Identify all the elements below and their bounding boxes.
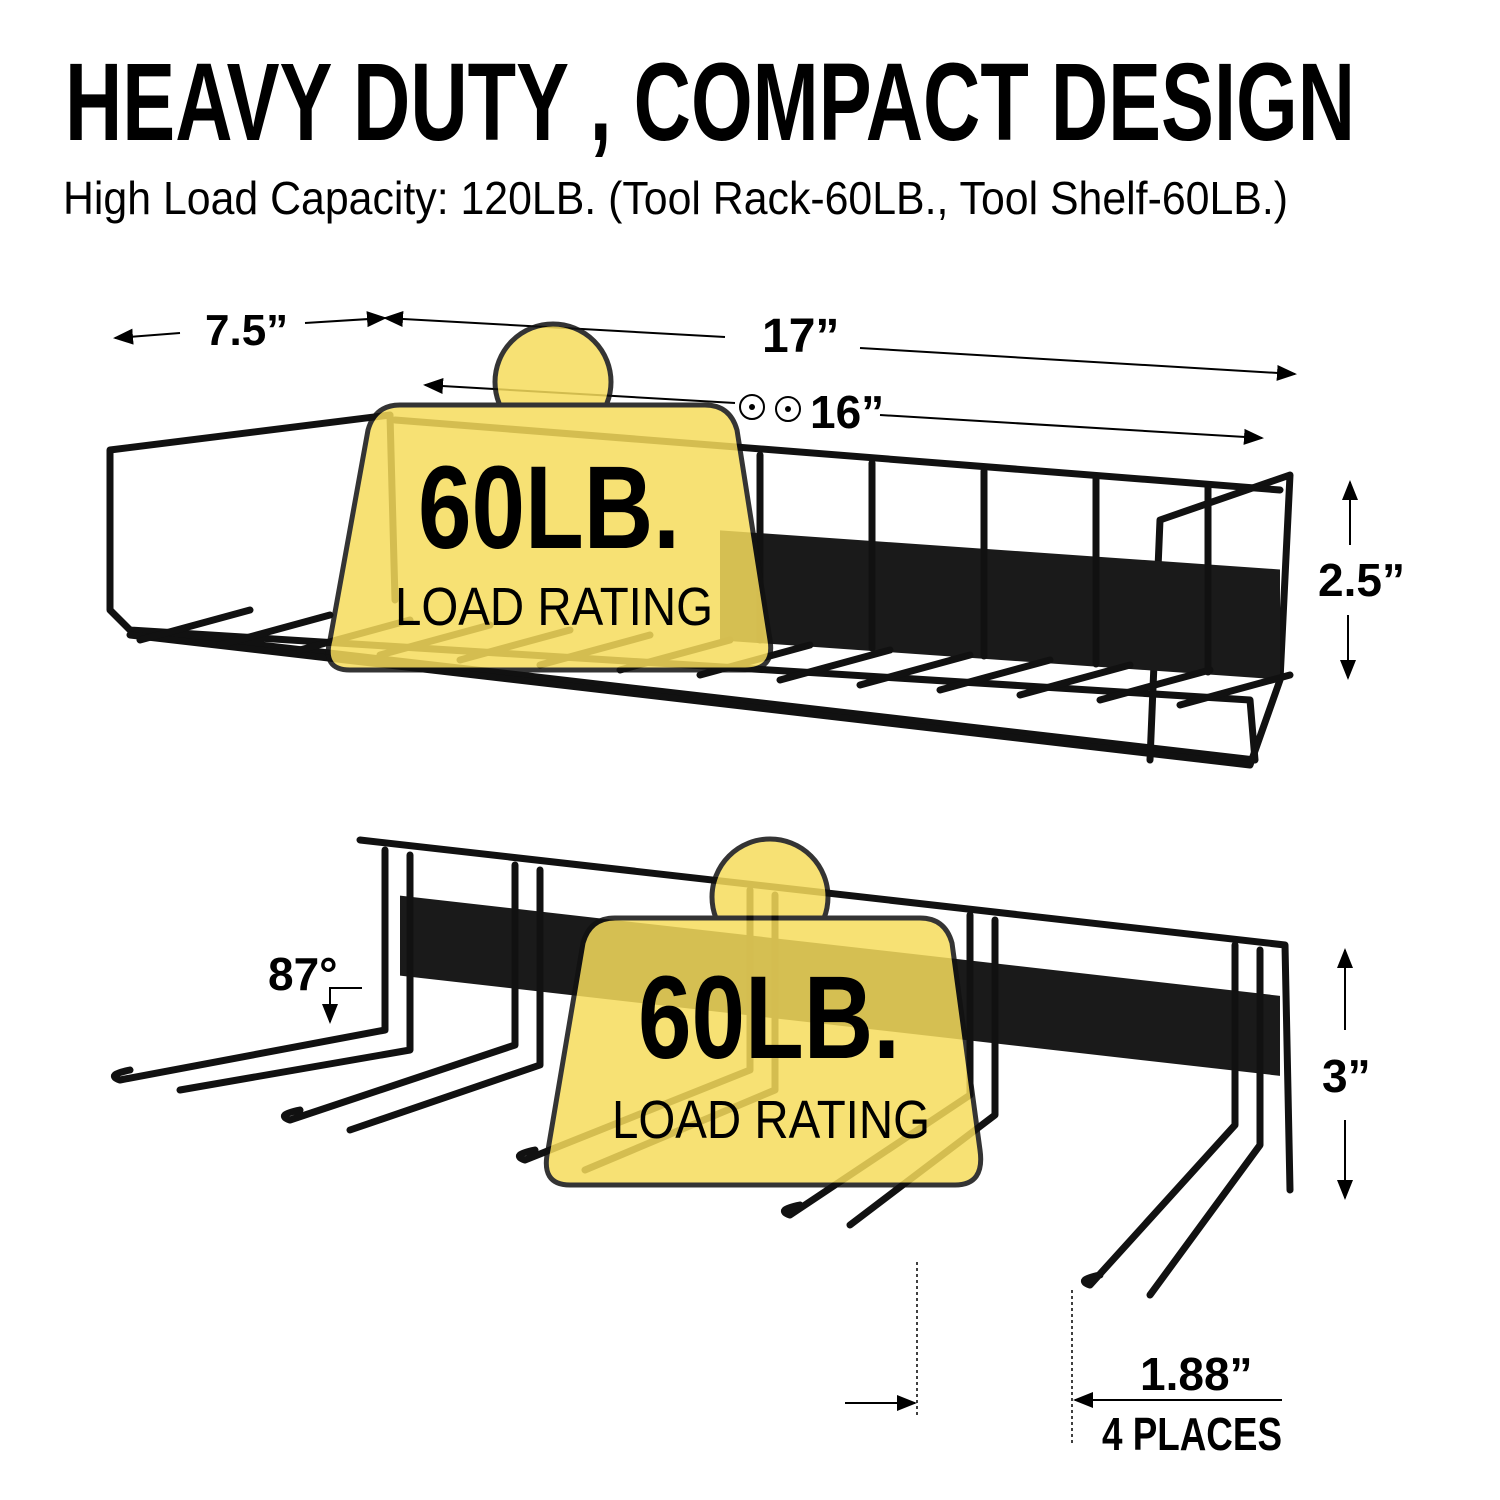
rack-hook: [846, 916, 999, 1229]
shelf-floor-wire: [136, 606, 254, 644]
rack-hook: [515, 886, 754, 1164]
subtitle: High Load Capacity: 120LB. (Tool Rack-60…: [63, 172, 1288, 224]
rack-hook: [780, 911, 974, 1219]
rack-hook: [1080, 941, 1239, 1289]
shelf-floor-wire: [776, 646, 894, 684]
shelf-floor-wire: [1176, 671, 1294, 709]
shelf-floor-wire: [1016, 661, 1134, 699]
rack-hook: [280, 861, 519, 1124]
shelf-height-label: 2.5”: [1318, 554, 1405, 606]
rack-height-label: 3”: [1322, 1050, 1371, 1102]
rack-hook: [346, 866, 544, 1134]
screw-hole-icon: [739, 394, 801, 422]
rack-hook: [1146, 946, 1264, 1299]
hook-gap-note: 4 PLACES: [1102, 1408, 1282, 1460]
rack-badge-label: LOAD RATING: [612, 1090, 930, 1150]
rack-hook: [176, 851, 414, 1094]
shelf-depth-label: 7.5”: [205, 306, 288, 355]
shelf-length-label: 17”: [762, 310, 839, 363]
rack-dimensions: 87° 3” 1.88” 4 PLACES: [268, 948, 1371, 1460]
shelf-floor-wire: [1096, 666, 1214, 704]
title: HEAVY DUTY , COMPACT DESIGN: [65, 41, 1355, 164]
shelf-badge-label: LOAD RATING: [395, 577, 713, 637]
hook-gap-label: 1.88”: [1140, 1348, 1253, 1400]
rack-hook: [110, 846, 389, 1084]
rack-badge-weight: 60LB.: [638, 952, 900, 1084]
shelf-dimensions: 7.5” 17” 16” 2.5”: [113, 306, 1405, 680]
shelf-back-plate: [720, 530, 1280, 680]
rack-load-badge: 60LB. LOAD RATING: [543, 836, 984, 1188]
shelf-floor-wire: [856, 651, 974, 689]
shelf-floor-wire: [936, 656, 1054, 694]
shelf-floor-wire: [216, 611, 334, 649]
shelf-hole-spacing-label: 16”: [810, 386, 884, 438]
shelf-badge-weight: 60LB.: [418, 442, 680, 574]
shelf-load-badge: 60LB. LOAD RATING: [325, 321, 774, 673]
rack-angle-label: 87°: [268, 948, 338, 1000]
weight-icon: [543, 836, 984, 1188]
weight-icon: [325, 321, 774, 673]
